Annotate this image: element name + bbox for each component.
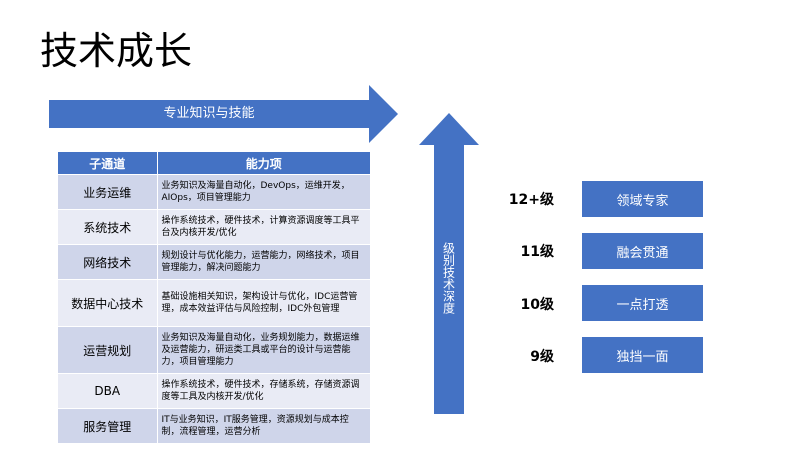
vertical-arrow xyxy=(419,113,479,414)
capability-cell: 操作系统技术，硬件技术，计算资源调度等工具平台及内核开发/优化 xyxy=(157,209,370,245)
channel-cell: 系统技术 xyxy=(58,209,158,245)
level-number-10: 10级 xyxy=(520,297,554,313)
channel-cell: 服务管理 xyxy=(58,408,158,443)
channel-cell: 业务运维 xyxy=(58,174,158,210)
table-header-row: 子通道 能力项 xyxy=(58,152,370,175)
table-row: 服务管理 IT与业务知识，IT服务管理，资源规划与成本控制，流程管理，运营分析 xyxy=(58,408,370,443)
level-number-11: 11级 xyxy=(520,244,554,260)
capability-table: 子通道 能力项 业务运维 业务知识及海量自动化，DevOps，运维开发，AIOp… xyxy=(58,152,370,443)
level-box-expert: 领域专家 xyxy=(582,181,703,217)
channel-cell: 运营规划 xyxy=(58,326,158,374)
table-row: DBA 操作系统技术，硬件技术，存储系统，存储资源调度等工具及内核开发/优化 xyxy=(58,373,370,409)
channel-cell: 网络技术 xyxy=(58,244,158,280)
vertical-arrow-label: 级别技术深度 xyxy=(441,241,456,314)
channel-cell: 数据中心技术 xyxy=(58,279,158,327)
level-number-12plus: 12+级 xyxy=(508,192,554,208)
table-row: 数据中心技术 基础设施相关知识，架构设计与优化，IDC运营管理，成本效益评估与风… xyxy=(58,279,370,327)
table-row: 网络技术 规划设计与优化能力，运营能力，网络技术，项目管理能力，解决问题能力 xyxy=(58,244,370,280)
capability-cell: 操作系统技术，硬件技术，存储系统，存储资源调度等工具及内核开发/优化 xyxy=(157,373,370,409)
table-row: 业务运维 业务知识及海量自动化，DevOps，运维开发，AIOps，项目管理能力 xyxy=(58,174,370,210)
level-box-deep-dive: 一点打透 xyxy=(582,285,703,321)
capability-cell: IT与业务知识，IT服务管理，资源规划与成本控制，流程管理，运营分析 xyxy=(157,408,370,443)
header-capability: 能力项 xyxy=(157,152,370,175)
capability-cell: 规划设计与优化能力，运营能力，网络技术，项目管理能力，解决问题能力 xyxy=(157,244,370,280)
page-title: 技术成长 xyxy=(40,29,193,73)
capability-cell: 业务知识及海量自动化，DevOps，运维开发，AIOps，项目管理能力 xyxy=(157,174,370,210)
horizontal-arrow xyxy=(49,85,398,143)
horizontal-arrow-label: 专业知识与技能 xyxy=(163,106,255,121)
capability-cell: 基础设施相关知识，架构设计与优化，IDC运营管理，成本效益评估与风险控制，IDC… xyxy=(157,279,370,327)
level-number-9: 9级 xyxy=(530,349,554,365)
table-row: 系统技术 操作系统技术，硬件技术，计算资源调度等工具平台及内核开发/优化 xyxy=(58,209,370,245)
table-row: 运营规划 业务知识及海量自动化，业务规划能力，数据运维及运营能力，研运类工具或平… xyxy=(58,326,370,374)
level-box-independent: 独挡一面 xyxy=(582,337,703,373)
capability-cell: 业务知识及海量自动化，业务规划能力，数据运维及运营能力，研运类工具或平台的设计与… xyxy=(157,326,370,374)
header-channel: 子通道 xyxy=(58,152,158,175)
channel-cell: DBA xyxy=(58,373,158,409)
level-box-mastery: 融会贯通 xyxy=(582,233,703,269)
